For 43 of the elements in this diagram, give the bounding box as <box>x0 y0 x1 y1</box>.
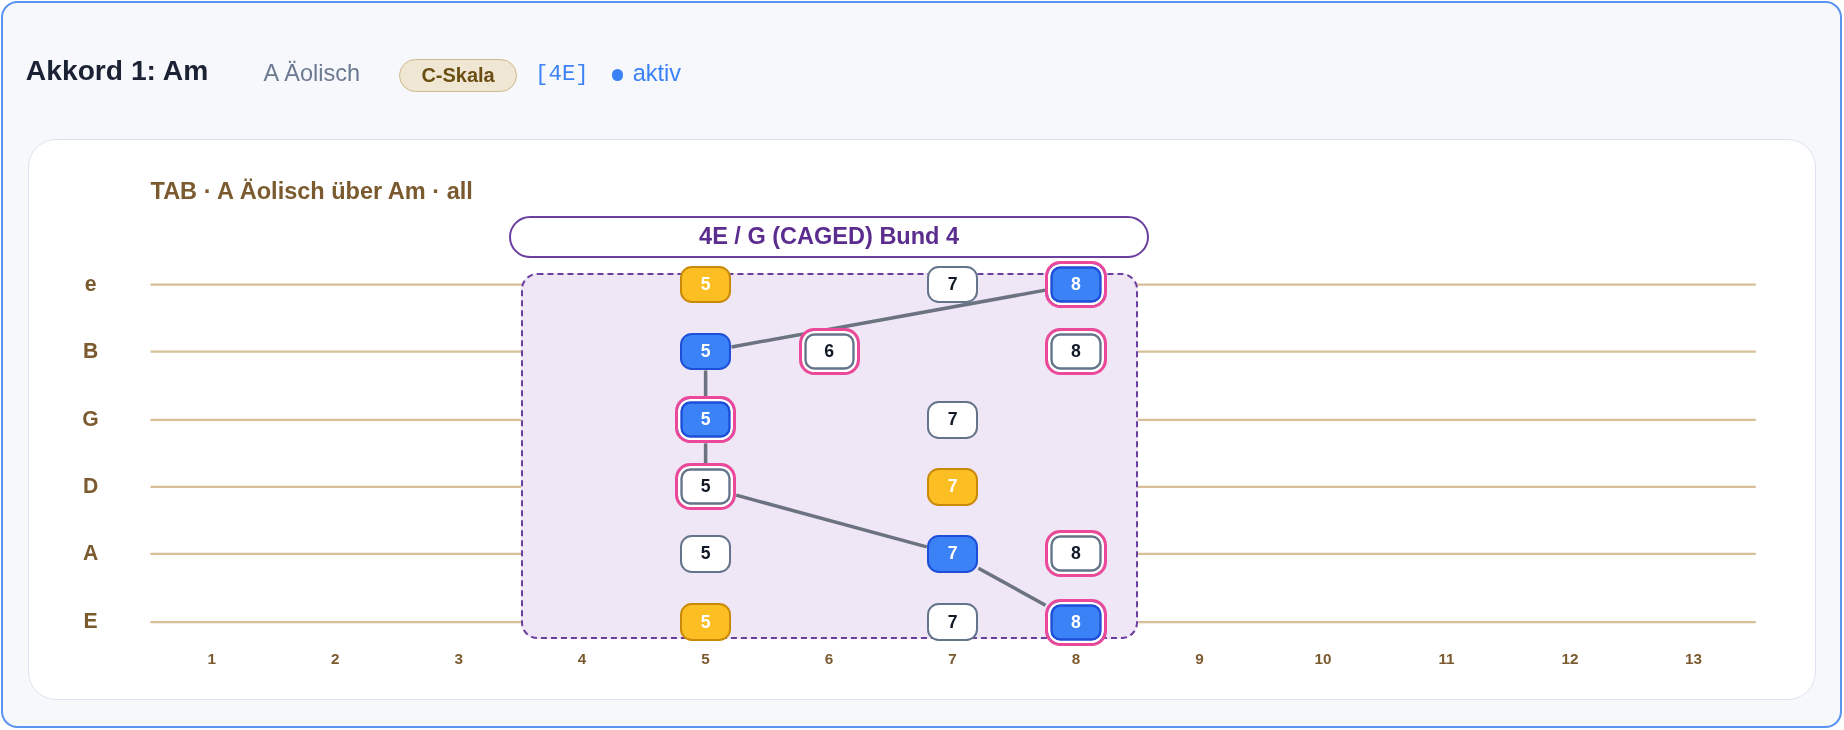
fret-number: 4 <box>576 650 588 668</box>
fret-number: 9 <box>1194 650 1205 668</box>
connector-line <box>731 288 1046 349</box>
fret-number: 13 <box>1683 650 1703 668</box>
root-note: 7 <box>926 468 979 506</box>
highlighted-scale-note: 6 <box>798 328 860 376</box>
root-note: 5 <box>679 603 732 641</box>
fret-number: 12 <box>1560 650 1580 668</box>
chord-title: Akkord 1: Am <box>25 54 209 88</box>
connector-line <box>703 370 708 397</box>
string-name: E <box>82 609 99 634</box>
highlighted-scale-note: 5 <box>675 463 737 511</box>
connector-line <box>703 443 708 464</box>
highlighted-chord-note: 8 <box>1045 598 1107 646</box>
scale-note: 5 <box>679 535 732 573</box>
fret-number: 10 <box>1313 650 1333 668</box>
fret-number: 11 <box>1437 650 1456 668</box>
string-name: G <box>81 406 100 431</box>
fret-number: 8 <box>1070 650 1082 668</box>
fret-number: 3 <box>453 650 464 668</box>
fret-number: 6 <box>823 650 835 668</box>
scale-note: 7 <box>926 401 979 439</box>
fret-number: 7 <box>947 650 958 668</box>
chord-note: 7 <box>926 535 979 573</box>
fret-number: 1 <box>206 650 217 668</box>
scale-note: 7 <box>926 603 979 641</box>
mode-name: A Äolisch <box>263 59 361 87</box>
status-text: aktiv <box>632 59 682 87</box>
position-code: [4E] <box>535 61 589 88</box>
string-name: D <box>81 473 100 498</box>
highlighted-scale-note: 8 <box>1045 530 1107 578</box>
position-label: 4E / G (CAGED) Bund 4 <box>509 216 1149 258</box>
fret-number: 5 <box>700 650 711 668</box>
fret-number: 2 <box>329 650 341 668</box>
highlighted-chord-note: 8 <box>1045 261 1107 309</box>
string-name: e <box>83 271 98 296</box>
string-name: A <box>81 540 100 565</box>
connector-line <box>735 493 928 549</box>
string-name: B <box>81 338 100 363</box>
tab-heading: TAB · A Äolisch über Am · all <box>150 177 473 205</box>
connector-line <box>977 566 1047 607</box>
highlighted-chord-note: 5 <box>675 396 737 444</box>
highlighted-scale-note: 8 <box>1045 328 1107 376</box>
